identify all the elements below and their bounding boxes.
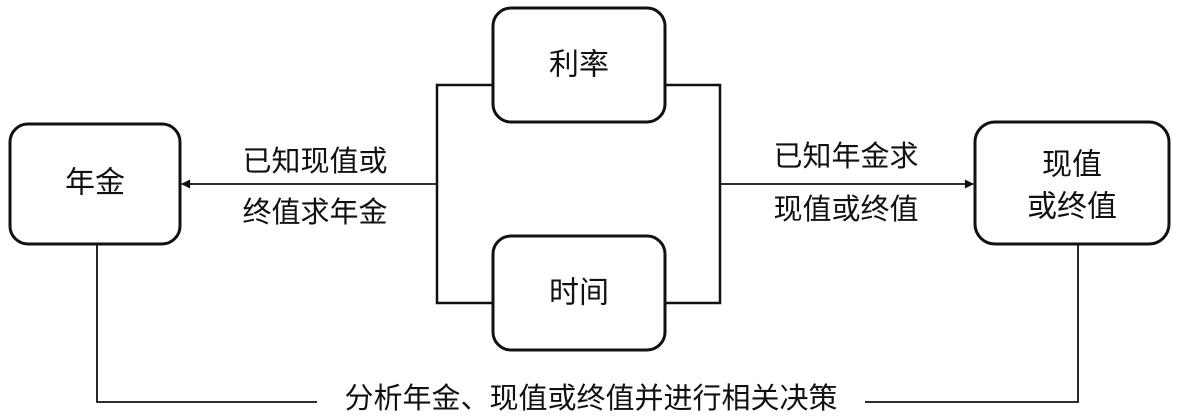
- interest-rate-node: 利率: [491, 6, 667, 124]
- annuity-label: 年金: [65, 166, 125, 201]
- bottom-connector-right: [865, 245, 1079, 403]
- right-edge-label-line2: 现值或终值: [773, 192, 918, 226]
- time-label: 时间: [549, 276, 609, 311]
- annuity-node: 年金: [8, 122, 182, 246]
- interest-rate-label: 利率: [549, 48, 609, 83]
- right-bracket: [665, 83, 722, 305]
- pv-fv-label-line2: 或终值: [1027, 190, 1117, 225]
- left-edge-label-line2: 终值求年金: [242, 195, 387, 229]
- rate-time-bracket: [435, 83, 722, 305]
- time-node: 时间: [491, 234, 667, 352]
- bottom-connector: [96, 245, 1079, 403]
- bottom-connector-left: [96, 245, 317, 403]
- pv-fv-node: 现值 或终值: [973, 120, 1171, 246]
- right-edge-label-line1: 已知年金求: [773, 139, 918, 173]
- left-bracket: [435, 83, 493, 305]
- pv-fv-label-line1: 现值: [1042, 148, 1102, 183]
- bottom-edge-label: 分析年金、现值或终值并进行相关决策: [344, 381, 837, 415]
- left-edge-label-line1: 已知现值或: [242, 144, 387, 178]
